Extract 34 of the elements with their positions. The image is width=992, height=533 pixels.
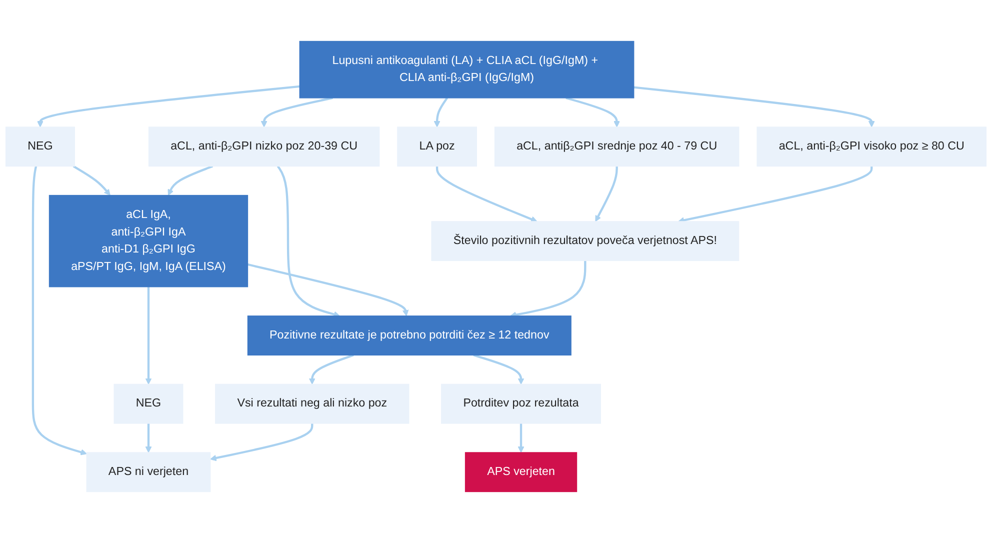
arrow <box>32 166 87 456</box>
arrow <box>510 260 586 318</box>
arrow <box>37 85 300 128</box>
arrow <box>145 423 152 453</box>
arrow <box>634 86 875 128</box>
arrow <box>518 423 524 453</box>
node-box: Pozitivne rezultate je potrebno potrditi čez ≥ 12 tednov <box>247 316 572 356</box>
arrow <box>145 286 152 384</box>
node-box: aCL, anti-β₂GPI nizko poz 20-39 CU <box>148 126 380 167</box>
node-box: Vsi rezultati neg ali nizko poz <box>215 384 410 424</box>
arrow <box>168 165 214 196</box>
arrow <box>260 96 333 128</box>
node-box: aCL, antiβ₂GPI srednje poz 40 - 79 CU <box>494 126 740 167</box>
arrow <box>434 97 448 128</box>
arrow <box>678 166 873 224</box>
arrow <box>276 166 340 318</box>
node-box: aCL IgA, anti-β₂GPI IgA anti-D1 β₂GPI IgG aPS/PT IgG, IgM, IgA (ELISA) <box>48 194 248 288</box>
node-box: Lupusni antikoagulanti (LA) + CLIA aCL (IgG/IgM) + CLIA anti-β₂GPI (IgG/IgM) <box>299 40 634 98</box>
node-box: NEG <box>5 126 75 167</box>
node-box: APS verjeten <box>464 452 578 492</box>
node-box: Potrditev poz rezultata <box>441 384 601 424</box>
arrow <box>595 166 618 222</box>
node-box: APS ni verjeten <box>86 452 211 492</box>
node-box: LA poz <box>397 126 477 167</box>
arrow <box>436 166 538 222</box>
arrow <box>308 354 354 384</box>
arrow <box>72 165 110 196</box>
node-box: NEG <box>114 384 184 424</box>
arrow <box>473 354 524 384</box>
arrow <box>247 263 409 316</box>
node-box: Število pozitivnih rezultatov poveča verjetnost APS! <box>431 221 740 262</box>
arrow <box>566 96 620 128</box>
node-box: aCL, anti-β₂GPI visoko poz ≥ 80 CU <box>756 126 987 167</box>
arrow <box>210 423 314 462</box>
